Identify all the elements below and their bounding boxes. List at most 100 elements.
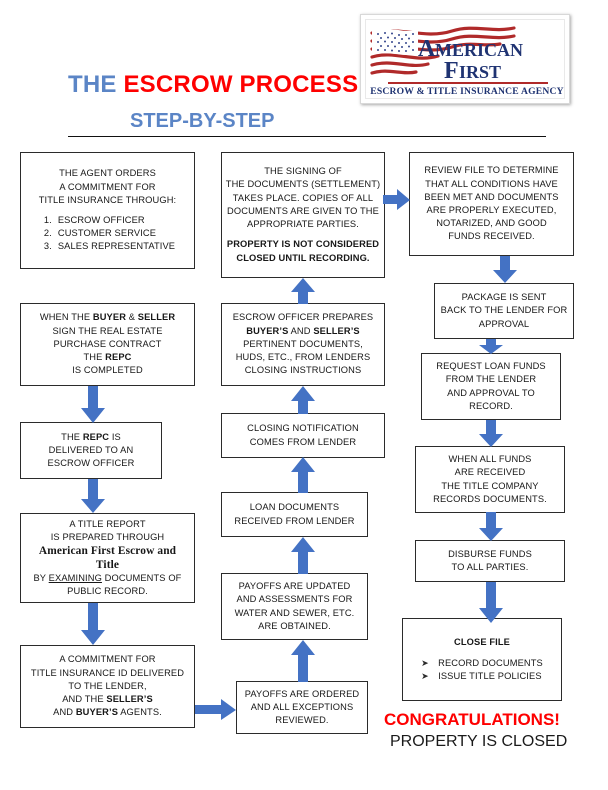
box-request-loan-funds: REQUEST LOAN FUNDS FROM THE LENDER AND A… [421,353,561,420]
arrow-right-commitment-to-payoffs-ordered [195,699,237,721]
line-emphasis: PROPERTY IS NOT CONSIDERED [226,239,380,250]
line-company-name: American First Escrow and [38,545,177,557]
box-title-report: A TITLE REPORT IS PREPARED THROUGH Ameri… [20,513,195,603]
line: AND ASSESSMENTS FOR [236,594,353,605]
list-item: ➤ RECORD DOCUMENTS [421,657,543,670]
line: PERTINENT DOCUMENTS, [243,338,363,349]
line: REVIEW FILE TO DETERMINE [424,165,559,176]
line: HUDS, ETC., FROM LENDERS [235,352,371,363]
line: AND APPROVAL TO [447,387,535,398]
property-closed-text: PROPERTY IS CLOSED [390,733,568,750]
line: PUBLIC RECORD. [67,586,148,597]
line: TO ALL PARTIES. [451,562,529,572]
svg-text:ESCROW & TITLE INSURANCE AGENC: ESCROW & TITLE INSURANCE AGENCY [370,86,564,97]
svg-text:IRST: IRST [459,62,501,82]
arrow-up-payoffs-updated-to-loan-documents [290,537,316,574]
box-escrow-officer-prepares: ESCROW OFFICER PREPARES BUYER’S AND SELL… [221,303,385,386]
box-payoffs-ordered: PAYOFFS ARE ORDERED AND ALL EXCEPTIONS R… [236,681,368,734]
line: PACKAGE IS SENT [461,292,547,303]
line: WATER AND SEWER, ETC. [234,607,355,618]
title-divider [68,136,546,137]
line: TITLE INSURANCE ID DELIVERED [30,667,185,678]
close-file-heading: CLOSE FILE [454,636,510,647]
chevron-bullet-icon: ➤ [421,671,429,682]
line: APPROPRIATE PARTIES. [247,219,359,230]
line: PAYOFFS ARE ORDERED [244,688,360,699]
line: THE TITLE COMPANY [441,480,539,491]
list-item: 2.CUSTOMER SERVICE [43,228,157,239]
arrow-up-closing-notification-to-escrow-prepares [290,386,316,414]
arrow-right-signing-to-review-file [383,189,411,211]
box-repc-delivered: THE REPC IS DELIVERED TO AN ESCROW OFFIC… [20,422,162,479]
box-closing-notification: CLOSING NOTIFICATION COMES FROM LENDER [221,413,385,458]
line: IS COMPLETED [72,365,143,376]
line: REVIEWED. [275,715,329,726]
svg-text:F: F [444,58,459,84]
line: THE REPC IS [61,431,121,442]
line: ARE PROPERLY EXECUTED, [426,205,557,215]
line: TAKES PLACE. COPIES OF ALL [232,192,374,203]
line: THE REPC [83,352,132,363]
arrow-down-title-report-to-commitment [80,603,106,646]
title-the: THE [68,71,124,98]
line: ESCROW OFFICER PREPARES [232,312,374,323]
line: PAYOFFS ARE UPDATED [238,581,351,592]
line: THE AGENT ORDERS [59,168,156,179]
line: ARE OBTAINED. [258,620,331,631]
line: IS PREPARED THROUGH [50,531,165,542]
list-item-label: ESCROW OFFICER [57,215,145,225]
arrow-down-repc-delivered-to-title-report [80,479,106,514]
line: APPROVAL [478,318,530,329]
line: A COMMITMENT FOR [59,181,156,192]
box-records-documents: WHEN ALL FUNDS ARE RECEIVED THE TITLE CO… [415,446,565,513]
line: DOCUMENTS ARE GIVEN TO THE [227,205,379,216]
list-item: ➤ ISSUE TITLE POLICIES [421,670,543,683]
line: CLOSING NOTIFICATION [247,423,359,434]
logo-graphic: A MERICAN F IRST ESCROW & TITLE INSURANC… [366,20,564,98]
line: A COMMITMENT FOR [59,654,156,665]
arrow-up-escrow-prepares-to-signing [290,278,316,304]
list-item: 1.ESCROW OFFICER [43,215,145,225]
page-subtitle: STEP-BY-STEP [130,110,275,132]
svg-text:A: A [418,36,436,62]
line: ESCROW OFFICER [47,458,135,469]
line: DISBURSE FUNDS [448,548,532,559]
list-item-label: RECORD DOCUMENTS [438,657,543,668]
line: FUNDS RECEIVED. [448,231,535,242]
line: CLOSING INSTRUCTIONS [244,365,362,376]
list-item-label: ISSUE TITLE POLICIES [438,671,542,682]
box-repc-completed: WHEN THE BUYER & SELLER SIGN THE REAL ES… [20,303,195,386]
arrow-down-review-to-package [492,256,518,284]
line: AND ALL EXCEPTIONS [250,701,354,712]
line-emphasis: CLOSED UNTIL RECORDING. [236,252,370,263]
line: DELIVERED TO AN [48,444,134,455]
list-item: 3.SALES REPRESENTATIVE [43,241,176,252]
arrow-down-repc-completed-to-delivered [80,386,106,424]
line: RECORD. [469,400,513,411]
title-escrow-process: ESCROW PROCESS [123,71,359,98]
ordered-list: 1.ESCROW OFFICER 2.CUSTOMER SERVICE 3.SA… [40,214,175,254]
line-company-name-2: Title [95,559,120,571]
line: THE SIGNING OF [264,166,342,177]
line: COMES FROM LENDER [249,436,357,447]
arrow-down-request-loan-to-records [478,420,504,448]
line: AND THE SELLER’S [62,694,153,705]
line: REQUEST LOAN FUNDS [436,361,546,372]
line: SIGN THE REAL ESTATE [52,325,163,336]
line: TO THE LENDER, [68,680,147,691]
line: BACK TO THE LENDER FOR [440,305,568,316]
line: WHEN ALL FUNDS [448,454,532,465]
list-item-label: CUSTOMER SERVICE [57,228,157,239]
line: A TITLE REPORT [69,518,146,529]
line: THAT ALL CONDITIONS HAVE [425,178,558,189]
line: RECORDS DOCUMENTS. [433,493,547,504]
line: AND BUYER’S AGENTS. [53,707,162,718]
line: WHEN THE BUYER & SELLER [39,312,176,323]
line: TITLE INSURANCE THROUGH: [38,194,177,205]
line: RECEIVED FROM LENDER [234,515,355,526]
line: FROM THE LENDER [445,374,537,385]
arrow-down-records-to-disburse [478,512,504,542]
chevron-bullet-icon: ➤ [421,657,429,668]
arrow-up-payoffs-ordered-to-payoffs-updated [290,640,316,682]
box-commitment-delivered: A COMMITMENT FOR TITLE INSURANCE ID DELI… [20,645,195,728]
